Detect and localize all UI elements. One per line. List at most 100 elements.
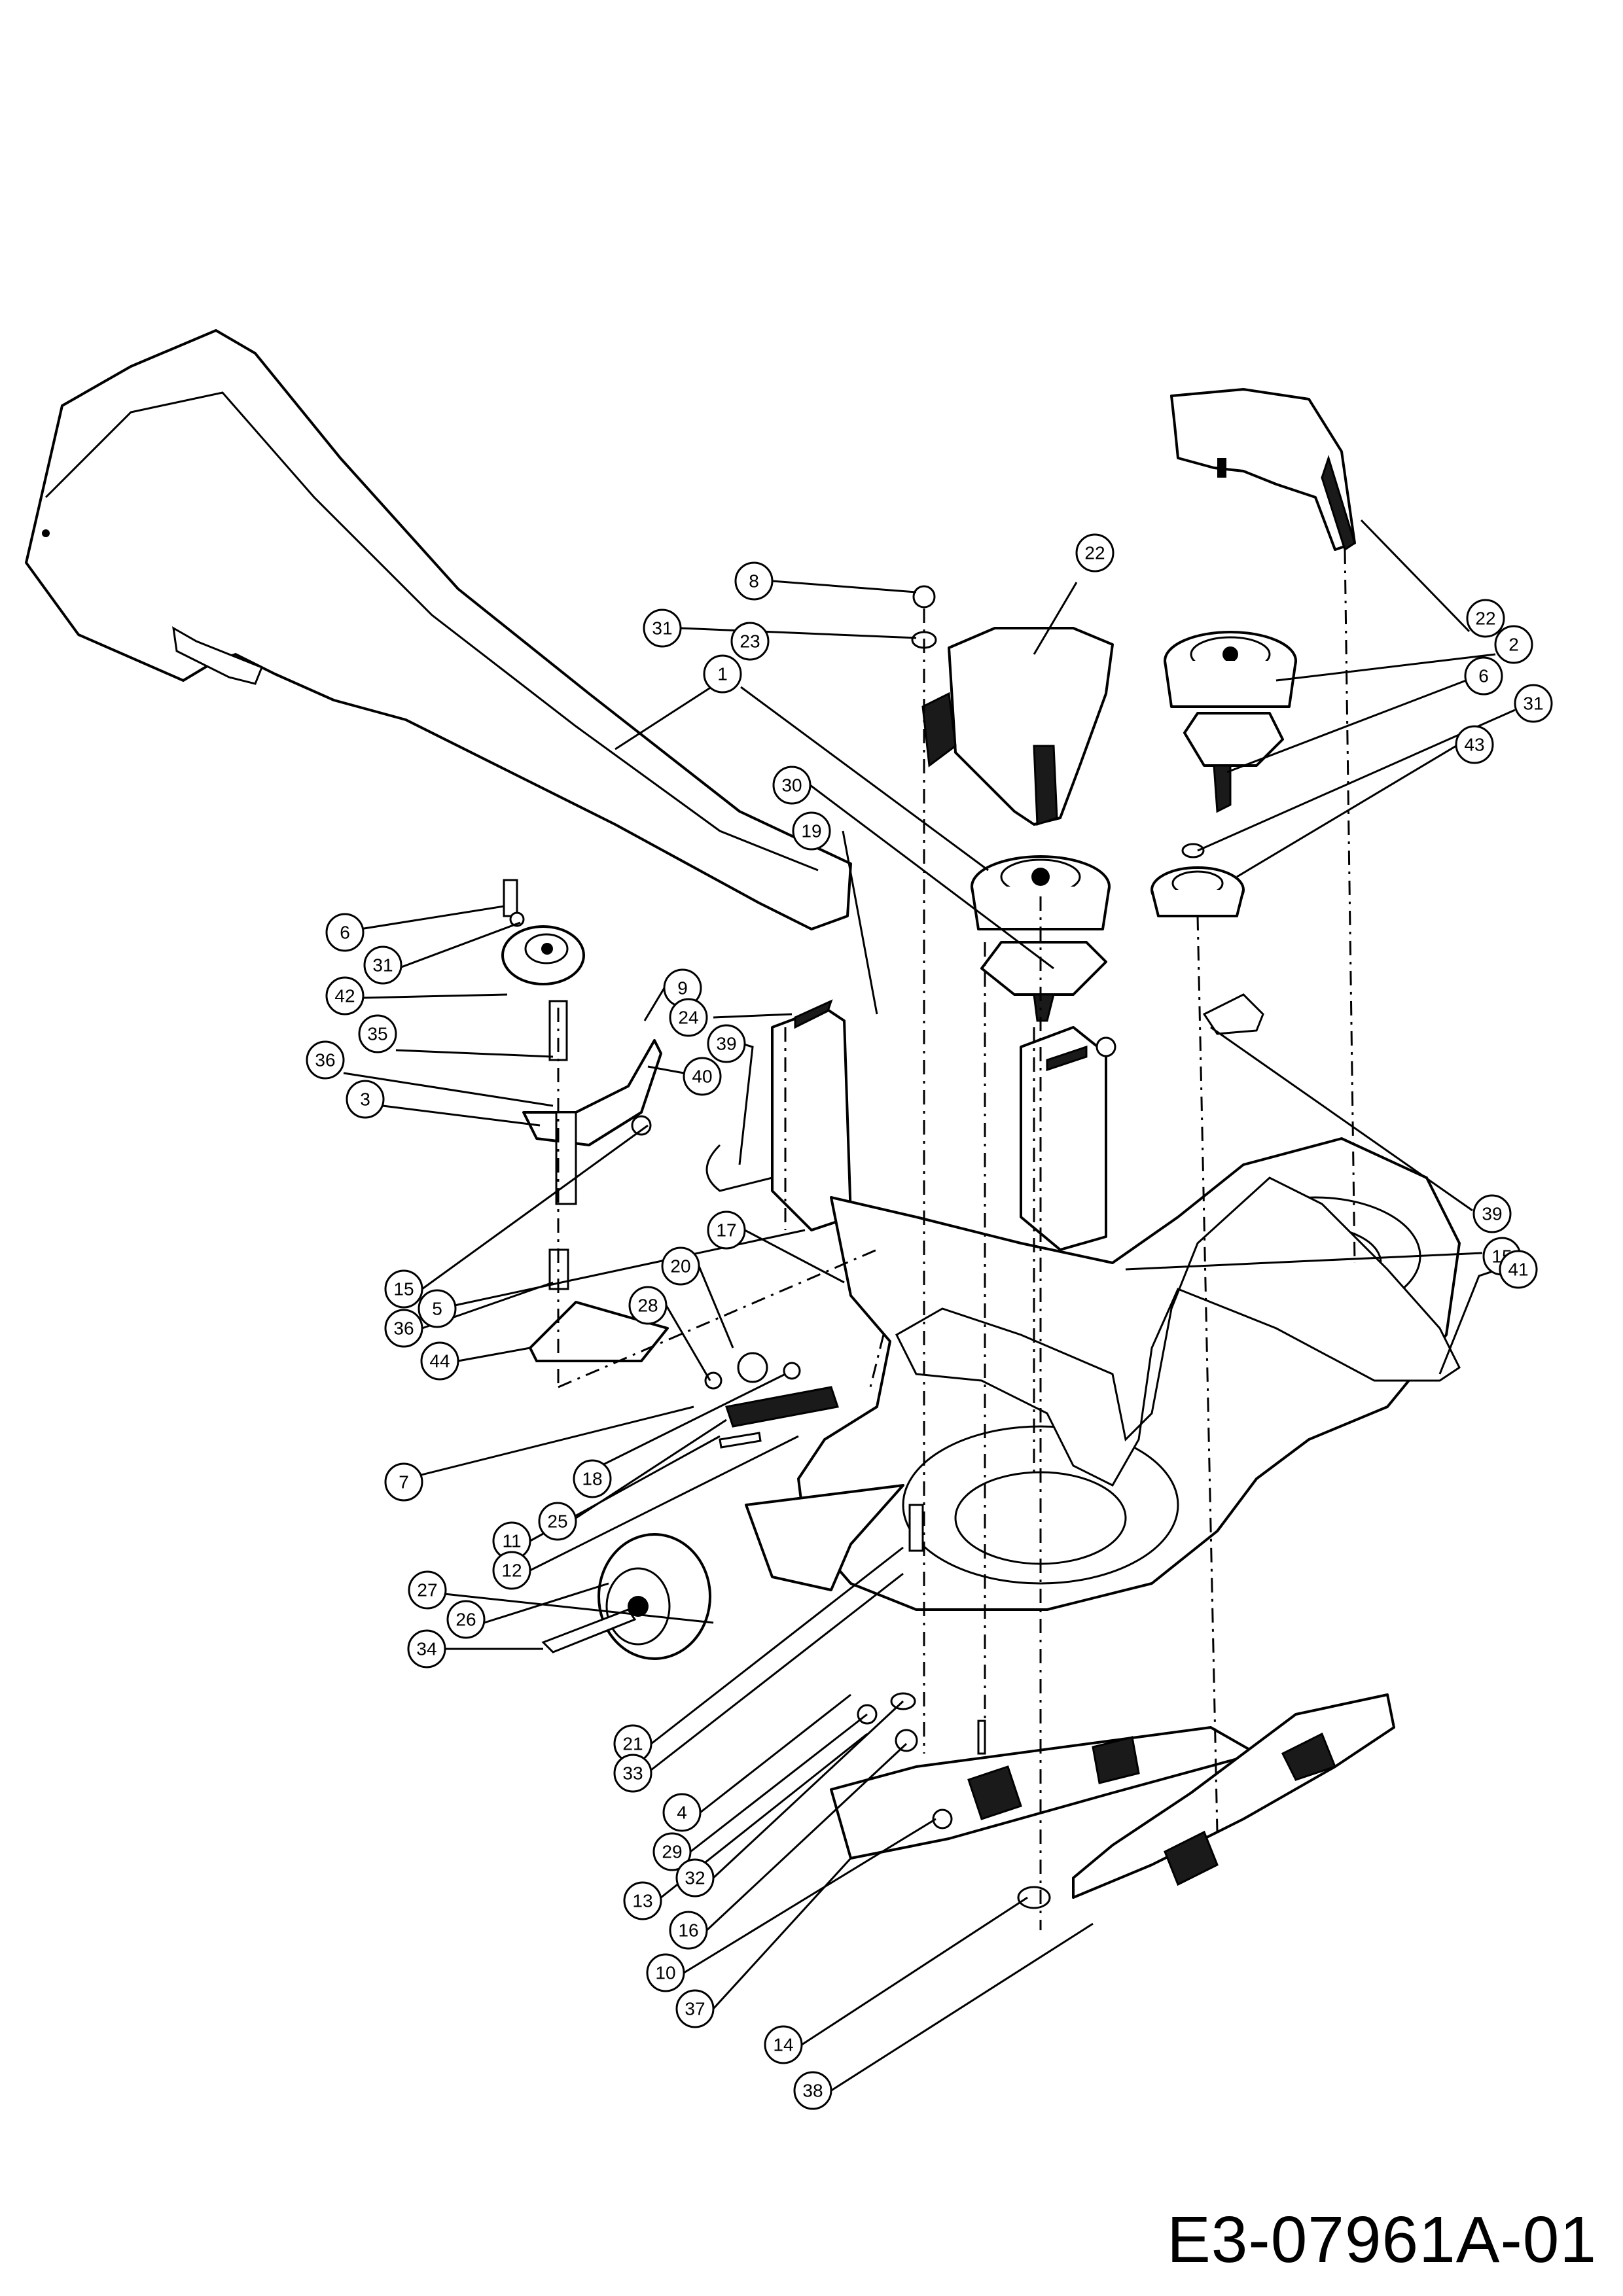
callout-33: 33: [613, 1754, 652, 1793]
svg-text:29: 29: [662, 1842, 682, 1862]
svg-text:38: 38: [802, 2081, 823, 2101]
callout-9: 9: [663, 968, 702, 1008]
svg-text:41: 41: [1508, 1260, 1528, 1280]
svg-text:40: 40: [692, 1067, 712, 1087]
callout-35: 35: [358, 1014, 397, 1053]
callout-18: 18: [573, 1459, 612, 1498]
tension-spring: [725, 1386, 839, 1428]
svg-text:4: 4: [677, 1803, 687, 1823]
svg-text:6: 6: [340, 923, 350, 943]
callout-36: 36: [306, 1040, 345, 1080]
svg-text:31: 31: [1523, 694, 1543, 714]
callout-29: 29: [652, 1832, 692, 1871]
svg-text:39: 39: [716, 1034, 736, 1054]
svg-text:39: 39: [1482, 1204, 1502, 1224]
svg-text:17: 17: [716, 1220, 736, 1241]
callout-25: 25: [538, 1502, 577, 1541]
svg-text:14: 14: [773, 2035, 793, 2055]
svg-text:20: 20: [670, 1256, 690, 1277]
callout-24: 24: [669, 998, 708, 1037]
svg-text:18: 18: [582, 1469, 602, 1489]
callout-16: 16: [669, 1911, 708, 1950]
callout-13: 13: [623, 1881, 662, 1920]
svg-text:8: 8: [749, 571, 759, 592]
svg-text:33: 33: [622, 1763, 643, 1784]
callouts: 8 31 23 1 22 22 2 6 31 43 30 19 6 31 42 …: [306, 533, 1553, 2110]
callout-31c: 31: [363, 945, 402, 985]
svg-text:36: 36: [315, 1050, 335, 1070]
callout-30: 30: [772, 766, 812, 805]
callout-38: 38: [793, 2071, 832, 2110]
callout-6: 6: [1464, 656, 1503, 696]
callout-12: 12: [492, 1551, 531, 1590]
callout-39b: 39: [1472, 1194, 1512, 1233]
callout-32: 32: [675, 1858, 715, 1898]
svg-text:15: 15: [393, 1279, 414, 1299]
callout-31: 31: [643, 609, 682, 648]
svg-text:28: 28: [637, 1296, 658, 1316]
callout-5: 5: [418, 1289, 457, 1328]
svg-text:12: 12: [501, 1561, 522, 1581]
callout-11: 11: [492, 1521, 531, 1561]
callout-22b: 22: [1466, 599, 1505, 638]
callout-8: 8: [734, 561, 774, 601]
belt-guard-frame: [895, 1176, 1461, 1487]
svg-text:22: 22: [1084, 543, 1105, 563]
callout-22: 22: [1075, 533, 1115, 573]
svg-text:2: 2: [1508, 635, 1519, 655]
svg-text:26: 26: [455, 1610, 476, 1630]
svg-text:5: 5: [432, 1299, 442, 1319]
callout-37: 37: [675, 1989, 715, 2028]
callout-23: 23: [730, 622, 770, 661]
callout-10: 10: [646, 1953, 685, 1992]
parts-linework: [25, 329, 1461, 1909]
alignment-lines: [557, 549, 1356, 1930]
roller-bracket: [745, 1484, 904, 1591]
callout-21: 21: [613, 1724, 652, 1763]
svg-text:27: 27: [417, 1580, 437, 1600]
deflector-plate: [529, 1301, 669, 1362]
svg-text:22: 22: [1475, 609, 1495, 629]
svg-text:23: 23: [740, 631, 760, 652]
callout-42: 42: [325, 976, 365, 1016]
svg-text:7: 7: [399, 1472, 409, 1492]
svg-text:30: 30: [781, 775, 802, 796]
svg-text:6: 6: [1478, 666, 1489, 686]
svg-text:42: 42: [334, 986, 355, 1006]
svg-text:19: 19: [801, 821, 821, 841]
svg-text:13: 13: [632, 1891, 652, 1911]
callout-41: 41: [1499, 1250, 1538, 1289]
callout-1: 1: [703, 654, 742, 694]
callout-26: 26: [446, 1600, 486, 1639]
svg-text:43: 43: [1464, 735, 1484, 755]
callout-17: 17: [707, 1210, 746, 1250]
right-belt-cover: [1170, 388, 1356, 551]
svg-text:35: 35: [367, 1024, 387, 1044]
callout-19: 19: [792, 811, 831, 851]
svg-text:11: 11: [502, 1531, 521, 1551]
svg-text:31: 31: [652, 618, 672, 639]
svg-text:25: 25: [547, 1511, 567, 1532]
lift-bracket-left: [771, 1006, 852, 1231]
svg-text:37: 37: [685, 1999, 705, 2019]
svg-text:32: 32: [685, 1868, 705, 1888]
svg-text:44: 44: [429, 1351, 450, 1371]
callout-40: 40: [683, 1057, 722, 1096]
callout-3: 3: [346, 1080, 385, 1119]
callout-7: 7: [384, 1462, 423, 1502]
svg-text:10: 10: [655, 1963, 675, 1983]
callout-15b: 15: [384, 1269, 423, 1309]
callout-20: 20: [661, 1246, 700, 1286]
callout-36b: 36: [384, 1309, 423, 1348]
callout-44: 44: [420, 1341, 459, 1381]
callout-28: 28: [628, 1286, 668, 1325]
svg-text:1: 1: [717, 664, 728, 684]
callout-2: 2: [1494, 625, 1533, 664]
lift-bracket-center: [1020, 1026, 1107, 1251]
callout-43: 43: [1455, 725, 1494, 764]
svg-text:31: 31: [372, 955, 393, 976]
callout-31b: 31: [1514, 684, 1553, 723]
svg-text:36: 36: [393, 1318, 414, 1339]
callout-4: 4: [662, 1793, 702, 1832]
